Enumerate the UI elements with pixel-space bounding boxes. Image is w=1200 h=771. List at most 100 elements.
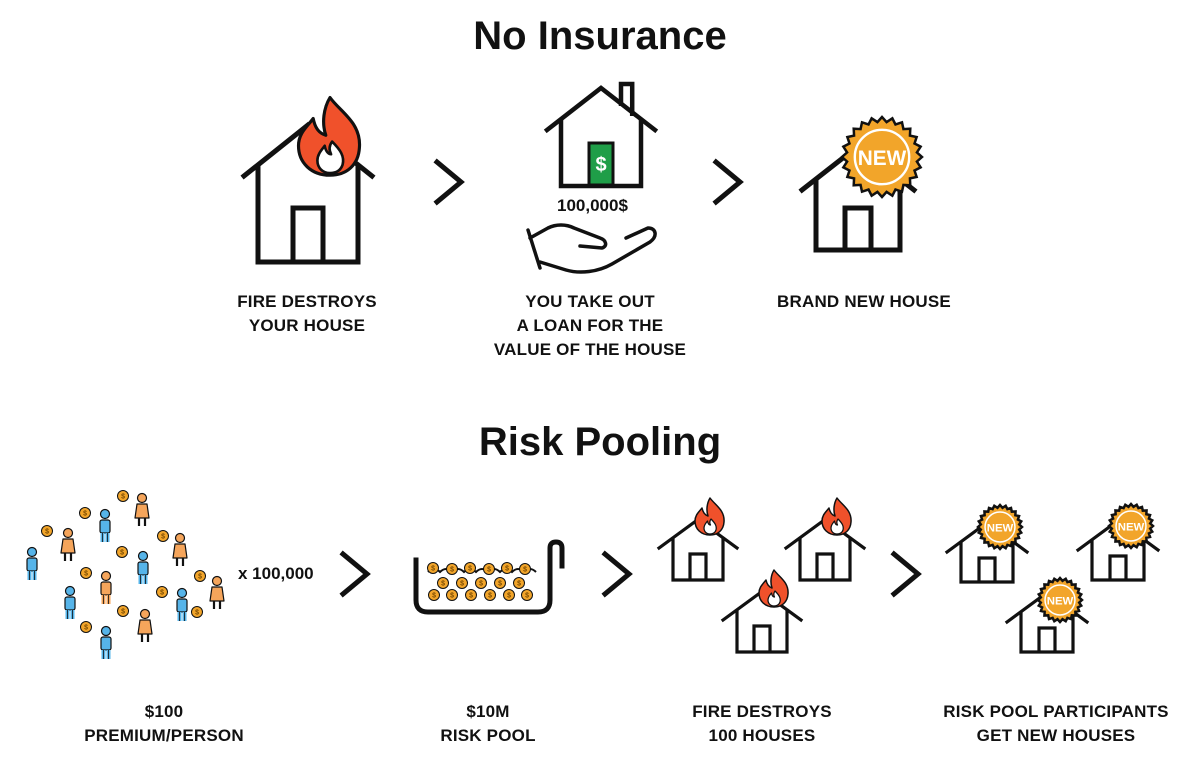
arrow-chevron-4 (601, 550, 633, 598)
coin-body (156, 586, 168, 598)
coin-symbol: $ (84, 570, 88, 577)
person-dress (60, 538, 76, 554)
person-head (137, 550, 149, 562)
coin-icon: $ (80, 567, 92, 579)
coin-symbol: $ (160, 589, 164, 596)
coin-icon: $ (503, 589, 515, 601)
caption-fire-destroys-100: FIRE DESTROYS 100 HOUSES (692, 702, 832, 745)
coin-icon: $ (456, 577, 468, 589)
person-body (100, 636, 112, 651)
caption-take-loan: YOU TAKE OUT A LOAN FOR THE VALUE OF THE… (493, 292, 687, 359)
coin-body (465, 589, 477, 601)
person-dress (134, 503, 150, 519)
coin-body (475, 577, 487, 589)
coin-body (519, 563, 531, 575)
flame-inner (830, 518, 844, 535)
door (752, 624, 772, 652)
caption-premium: $100 PREMIUM/PERSON (84, 702, 244, 745)
coin-body (427, 562, 439, 574)
coin-icon: $ (446, 589, 458, 601)
coin-body (484, 589, 496, 601)
hand-thumb (528, 223, 608, 250)
person-dress (172, 543, 188, 559)
pool-basin (413, 539, 565, 615)
hand-cuff (526, 228, 542, 270)
person-legs (101, 595, 111, 604)
burning-house-icon (240, 95, 376, 265)
person-male-icon (137, 550, 149, 584)
coin-body (503, 589, 515, 601)
coin-body (456, 577, 468, 589)
coin-symbol: $ (441, 580, 445, 587)
person-legs-outline (29, 571, 35, 580)
new-badge-icon: NEW (1107, 502, 1155, 550)
flame-icon (296, 95, 361, 177)
flame-icon (758, 569, 789, 608)
person-legs (63, 553, 73, 561)
person-female-icon (172, 532, 188, 566)
person-legs (101, 650, 111, 659)
coin-icon: $ (428, 589, 440, 601)
person-legs (65, 610, 75, 619)
door (1108, 554, 1128, 580)
multiplier-label: x 100,000 (238, 564, 314, 583)
coin-icon: $ (156, 586, 168, 598)
coin-icon: $ (80, 621, 92, 633)
coin-icon: $ (427, 562, 439, 574)
walls (255, 166, 361, 265)
coin-symbol: $ (479, 580, 483, 587)
person-male-icon (100, 570, 112, 604)
coin-symbol: $ (195, 609, 199, 616)
person-female-icon (137, 608, 153, 642)
arrow-chevron-5 (890, 550, 922, 598)
arrow-chevron-2 (712, 158, 744, 206)
house-loan-icon: $ (526, 81, 659, 274)
flame-inner (316, 140, 345, 175)
walls (1090, 540, 1146, 582)
coin-symbol: $ (120, 549, 124, 556)
person-male-icon (100, 625, 112, 659)
person-body (137, 561, 149, 576)
coin-body (116, 546, 128, 558)
coin-symbol: $ (507, 592, 511, 599)
coin-symbol: $ (488, 592, 492, 599)
coin-body (117, 490, 129, 502)
coin-body (446, 563, 458, 575)
person-legs-outline (102, 533, 108, 542)
person-legs (138, 575, 148, 584)
coin-symbol: $ (432, 592, 436, 599)
walls (798, 538, 852, 582)
coin-icon: $ (437, 577, 449, 589)
badge-ring (984, 511, 1016, 543)
coin-symbol: $ (161, 533, 165, 540)
coin-symbol: $ (498, 580, 502, 587)
arrow-chevron-1 (433, 158, 465, 206)
coin-symbol: $ (83, 510, 87, 517)
coin-symbol: $ (523, 566, 527, 573)
door (688, 552, 708, 580)
person-head (136, 492, 148, 504)
coin-body (483, 563, 495, 575)
coin-icon: $ (521, 589, 533, 601)
coin-body (117, 605, 129, 617)
coin-symbol: $ (431, 565, 435, 572)
coin-body (41, 525, 53, 537)
person-female-icon (134, 492, 150, 526)
title-no-insurance: No Insurance (473, 14, 727, 58)
badge-text: NEW (858, 147, 907, 170)
flame-icon (821, 497, 852, 536)
coin-icon: $ (475, 577, 487, 589)
coin-icon: $ (117, 605, 129, 617)
coin-icon: $ (157, 530, 169, 542)
burning-houses-icon (656, 497, 867, 654)
walls (735, 610, 789, 654)
coin-body (513, 577, 525, 589)
coin-body (157, 530, 169, 542)
person-body (26, 557, 38, 572)
coin-symbol: $ (525, 592, 529, 599)
badge-text: NEW (987, 522, 1014, 534)
person-head (100, 625, 112, 637)
person-legs-outline (103, 595, 109, 604)
